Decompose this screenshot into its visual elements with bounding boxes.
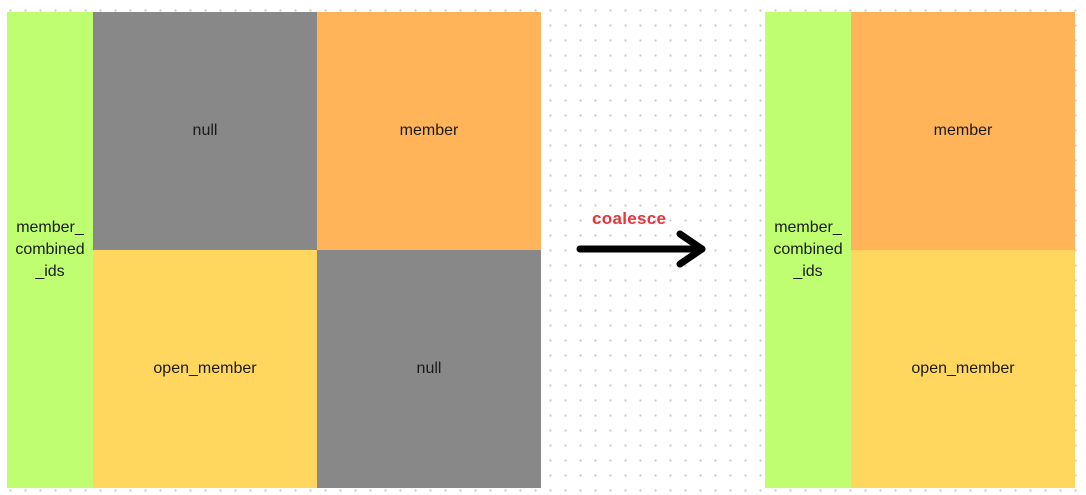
right-key-label-line: member_ [774, 219, 842, 236]
left-cell-null-bottom: null [317, 250, 541, 488]
cell-label: null [416, 360, 442, 377]
coalesce-label: coalesce [592, 209, 667, 228]
left-cell-null-top: null [93, 12, 317, 250]
cell-label: null [192, 122, 218, 139]
cell-label: open_member [153, 360, 257, 377]
left-key-label-line: _ids [35, 263, 65, 280]
arrow-right-icon [576, 228, 712, 272]
right-key-label-line: _ids [793, 263, 823, 280]
right-key-column: member_ combined _ids [765, 12, 851, 488]
right-cell-member: member [851, 12, 1075, 250]
cell-label: member [399, 122, 459, 139]
left-cell-open-member: open_member [93, 250, 317, 488]
left-cell-member: member [317, 12, 541, 250]
cell-label: member [933, 122, 993, 139]
cell-label: open_member [911, 360, 1015, 377]
right-cell-open-member: open_member [851, 250, 1075, 488]
left-key-column: member_ combined _ids [7, 12, 93, 488]
left-key-label-line: member_ [16, 219, 84, 236]
right-key-label-line: combined [773, 241, 843, 258]
left-key-label-line: combined [15, 241, 85, 258]
